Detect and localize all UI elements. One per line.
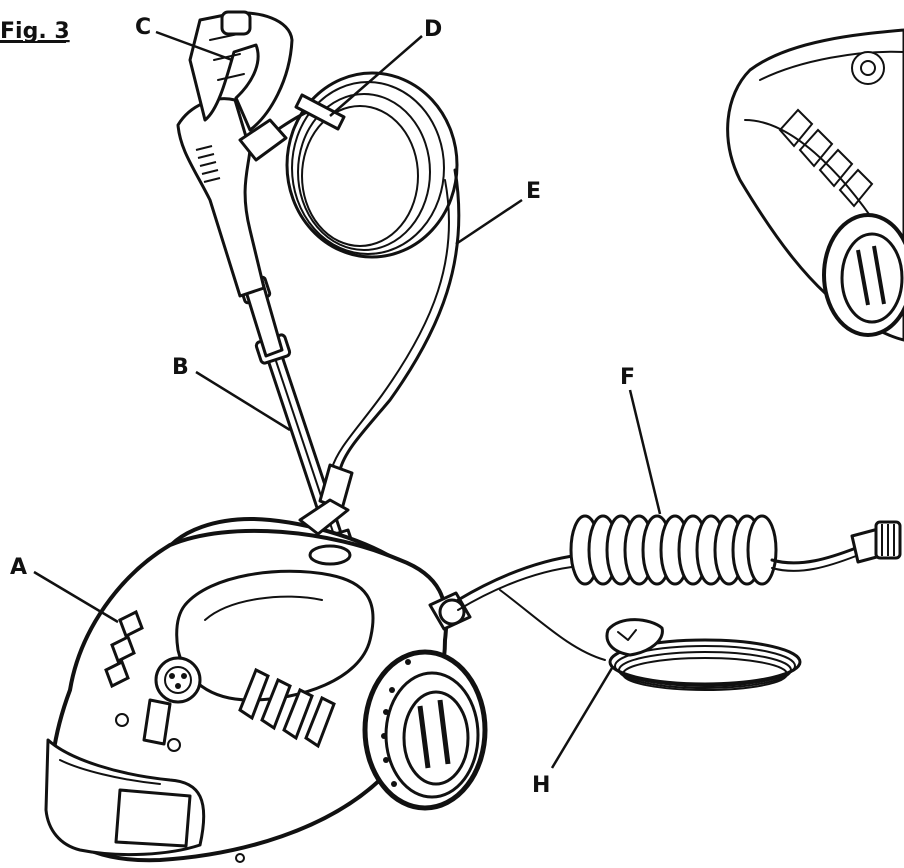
leader-line-c: [155, 30, 233, 62]
leader-line-b: [195, 370, 291, 432]
figure-label: Fig. 3: [0, 19, 70, 44]
high-pressure-hose-coil: [285, 71, 461, 511]
callout-d: D: [424, 17, 442, 42]
leader-lines: [33, 30, 662, 769]
leader-line-a: [33, 570, 119, 624]
inlet-coil-hose: [456, 514, 902, 611]
callout-f: F: [620, 365, 635, 390]
detergent-tube-with-filter: [499, 589, 802, 691]
callout-e: E: [526, 179, 541, 204]
callout-c: C: [135, 15, 151, 40]
leader-line-f: [628, 389, 662, 515]
callout-a: A: [10, 555, 27, 580]
inset-unit-view: [726, 28, 904, 342]
leader-line-d: [329, 35, 423, 117]
callout-b: B: [172, 355, 189, 380]
pressure-washer-body: [44, 498, 472, 863]
leader-line-e: [455, 198, 523, 246]
callout-h: H: [532, 773, 550, 798]
leader-line-h: [550, 667, 614, 769]
wheel: [362, 649, 488, 811]
